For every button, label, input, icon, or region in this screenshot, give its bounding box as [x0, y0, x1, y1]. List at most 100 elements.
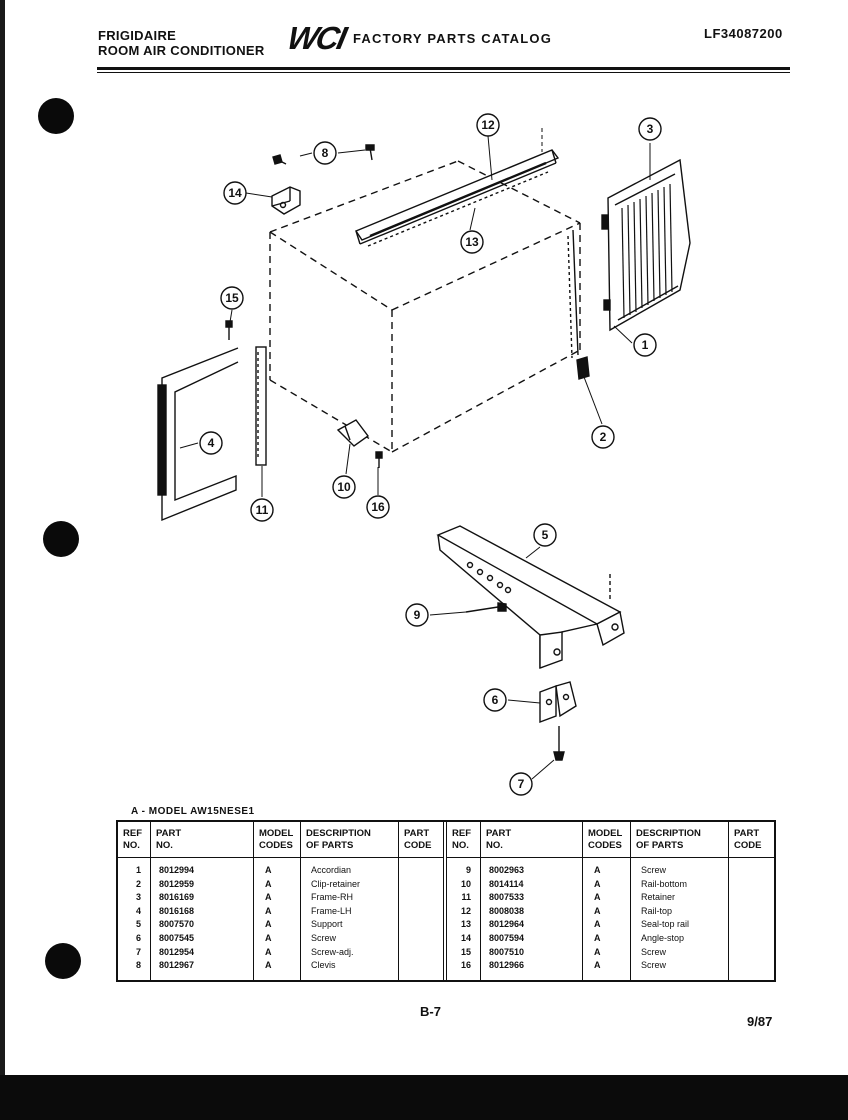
- clip-retainer-part: [576, 356, 590, 380]
- cell-desc: Rail-bottom: [641, 878, 688, 889]
- cell-part: 8016169: [159, 892, 195, 903]
- catalog-title: FACTORY PARTS CATALOG: [353, 31, 553, 46]
- callout-2: 2: [600, 430, 607, 444]
- callout-4: 4: [208, 436, 215, 450]
- callout-13: 13: [465, 235, 479, 249]
- callout-16: 16: [371, 500, 385, 514]
- cell-part: 8002963: [489, 865, 525, 875]
- cell-part: 8012964: [489, 919, 525, 930]
- cell-part: 8012967: [159, 960, 195, 971]
- cell-desc: Screw: [641, 946, 667, 957]
- scan-border: [0, 1075, 848, 1120]
- callout-7: 7: [518, 777, 525, 791]
- cell-ref: 1: [135, 865, 141, 875]
- header-rule-thin: [97, 72, 790, 73]
- bottom-rail-part: [336, 419, 369, 447]
- clevis-part: [539, 681, 577, 724]
- cell-desc: Rail-top: [641, 905, 673, 916]
- cell-model: A: [265, 878, 272, 889]
- callout-11: 11: [256, 503, 269, 517]
- cell-desc: Clevis: [311, 960, 336, 971]
- cell-ref: 14: [460, 932, 471, 943]
- cabinet-outline: [269, 160, 581, 453]
- model-legend: A - MODEL AW15NESE1: [131, 806, 255, 817]
- cell-desc: Seal-top rail: [641, 919, 690, 930]
- callout-8: 8: [322, 146, 329, 160]
- top-rail-part: [354, 149, 560, 247]
- cell-ref: 16: [460, 960, 471, 971]
- cell-part: 8012966: [489, 960, 525, 971]
- support-bracket-part: [436, 525, 625, 669]
- table-divider: [443, 822, 447, 980]
- cell-model: A: [594, 865, 601, 875]
- cell-model: A: [265, 932, 272, 943]
- cell-part: 8014114: [489, 878, 524, 889]
- punch-hole-top: [38, 98, 74, 134]
- cell-desc: Screw-adj.: [311, 946, 354, 957]
- header-rule: [97, 67, 790, 70]
- cell-model: A: [265, 892, 272, 903]
- cell-desc: Frame-LH: [311, 905, 352, 916]
- callout-1: 1: [642, 338, 649, 352]
- cell-part: 8007594: [489, 932, 525, 943]
- cell-model: A: [594, 919, 601, 930]
- cell-part: 8008038: [489, 905, 525, 916]
- product-line: ROOM AIR CONDITIONER: [98, 43, 265, 58]
- callout-12: 12: [481, 118, 495, 132]
- cell-desc: Angle-stop: [641, 932, 685, 943]
- cell-ref: 10: [460, 878, 471, 889]
- support-screw-part: [465, 602, 507, 613]
- punch-hole-bottom: [45, 943, 81, 979]
- cell-model: A: [594, 960, 601, 971]
- cell-part: 8012959: [159, 878, 195, 889]
- cell-ref: 2: [135, 878, 141, 889]
- cell-part: 8016168: [159, 905, 195, 916]
- left-frame-part: [157, 347, 239, 522]
- cell-part: 8007533: [489, 892, 525, 903]
- exploded-parts-diagram: 12 8 14 3 13 15 1 4 2 10 16 11 5 9 6 7: [157, 113, 691, 796]
- cell-model: A: [594, 932, 601, 943]
- cell-ref: 4: [135, 905, 141, 916]
- page-number: B-7: [420, 1004, 441, 1019]
- small-screws: [225, 144, 383, 468]
- cell-ref: 13: [460, 919, 471, 930]
- punch-hole-middle: [43, 521, 79, 557]
- right-frame-part: [601, 158, 691, 332]
- cell-model: A: [265, 946, 272, 957]
- cell-ref: 12: [460, 905, 471, 916]
- callout-10: 10: [337, 480, 351, 494]
- cell-desc: Screw: [641, 960, 667, 971]
- cell-ref: 7: [135, 946, 141, 957]
- cell-desc: Support: [311, 919, 343, 930]
- cell-part: 8012954: [159, 946, 195, 957]
- cell-model: A: [265, 919, 272, 930]
- callout-6: 6: [492, 693, 499, 707]
- callout-circles: [199, 113, 662, 796]
- cell-desc: Screw: [641, 865, 667, 875]
- cell-ref: 5: [135, 919, 141, 930]
- callout-15: 15: [225, 291, 239, 305]
- callout-9: 9: [414, 608, 421, 622]
- scan-edge: [0, 0, 5, 1075]
- cell-desc: Accordian: [311, 865, 352, 875]
- callout-3: 3: [647, 122, 654, 136]
- brand-block: FRIGIDAIRE ROOM AIR CONDITIONER: [98, 28, 265, 58]
- cell-model: A: [594, 892, 601, 903]
